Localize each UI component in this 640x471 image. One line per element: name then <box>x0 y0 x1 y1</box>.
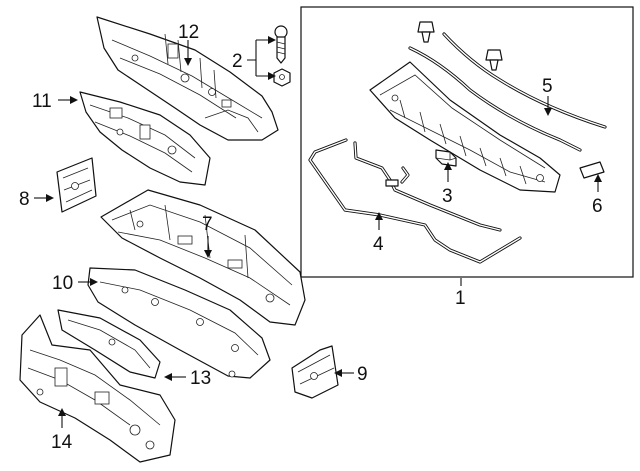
part-2-bolt[interactable] <box>274 25 288 64</box>
callout-14: 14 <box>51 432 73 453</box>
leader-9 <box>334 369 354 377</box>
leader-7 <box>204 236 212 258</box>
part-4-hose[interactable] <box>308 138 522 264</box>
part-3-block[interactable] <box>435 149 457 167</box>
part-8-bracket[interactable] <box>56 157 97 213</box>
callout-3: 3 <box>442 186 453 207</box>
part-14-dash-insulator-lower[interactable] <box>19 314 176 463</box>
leader-10 <box>78 278 98 286</box>
callout-1: 1 <box>455 288 466 309</box>
part-13-reinforcement[interactable] <box>57 309 161 379</box>
leader-11 <box>58 96 78 104</box>
leader-8 <box>34 194 54 202</box>
part-6-end-clip[interactable] <box>579 161 605 179</box>
leader-5 <box>544 96 552 116</box>
part-10-cowl-lower-panel[interactable] <box>87 267 271 379</box>
leader-6 <box>594 174 602 192</box>
callout-6: 6 <box>592 196 603 217</box>
leader-14 <box>58 408 66 428</box>
part-1-clip-left[interactable] <box>417 21 435 43</box>
callout-9: 9 <box>357 364 368 385</box>
callout-13: 13 <box>190 368 211 389</box>
part-1-clip-right[interactable] <box>485 49 503 71</box>
callout-4: 4 <box>373 234 384 255</box>
callout-7: 7 <box>202 214 213 235</box>
leader-2 <box>247 36 276 80</box>
part-2-nut[interactable] <box>273 68 291 87</box>
part-11-dash-insulator[interactable] <box>79 91 211 186</box>
part-12-dash-panel-upper[interactable] <box>96 16 279 141</box>
callout-2: 2 <box>232 51 243 72</box>
cowl-inset-frame <box>300 6 634 278</box>
part-1-cowl-grille[interactable] <box>369 61 561 193</box>
leader-12 <box>184 40 192 66</box>
callout-8: 8 <box>19 189 30 210</box>
leader-3 <box>444 162 452 182</box>
leader-4 <box>375 212 383 230</box>
callout-11: 11 <box>32 91 52 112</box>
callout-5: 5 <box>542 76 553 97</box>
callout-12: 12 <box>178 22 199 43</box>
part-9-side-bracket[interactable] <box>291 345 339 399</box>
part-5-weatherstrip[interactable] <box>408 32 607 152</box>
part-7-cowl-top-panel[interactable] <box>100 189 306 326</box>
leader-13 <box>164 373 186 381</box>
callout-10: 10 <box>52 273 73 294</box>
